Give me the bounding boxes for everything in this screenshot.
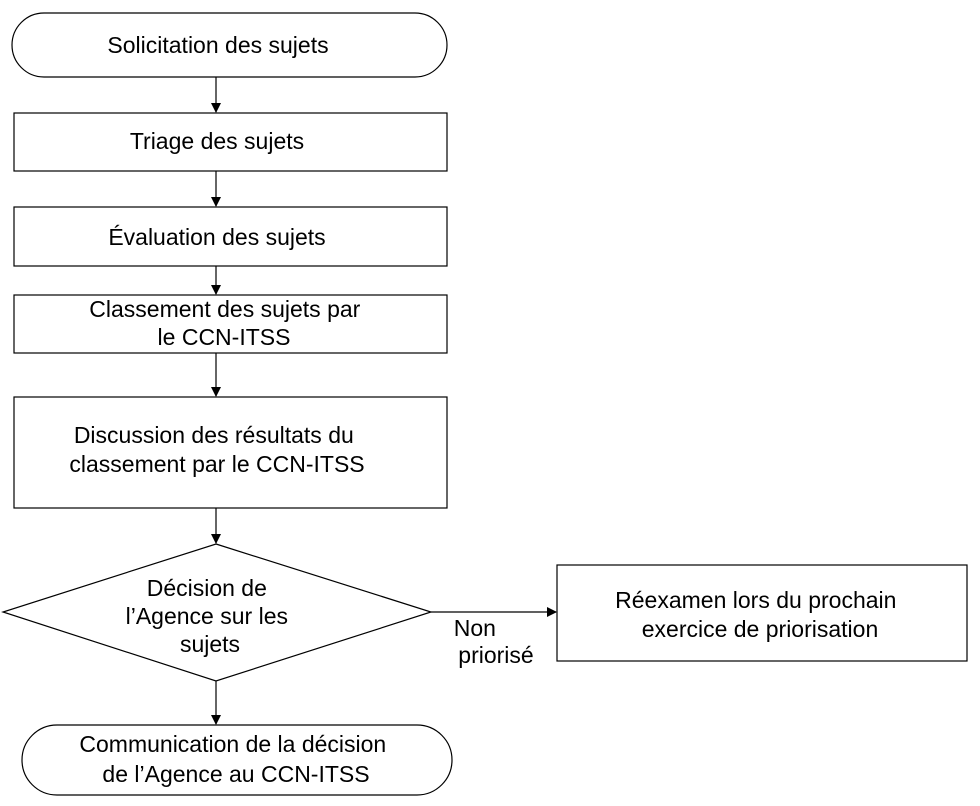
node-evaluation: Évaluation des sujets xyxy=(13,206,448,267)
node-solicitation-line-1: Solicitation des sujets xyxy=(107,32,328,58)
node-triage: Triage des sujets xyxy=(13,112,448,172)
decision-diamond xyxy=(1,543,433,682)
svg-text:Solicitation des sujets: Solicitation des sujets xyxy=(107,32,328,58)
svg-text:Communication de la décision: Communication de la décision de l’Agence… xyxy=(79,731,392,787)
node-communication-line-2: de l’Agence au CCN-ITSS xyxy=(102,761,369,787)
node-classement: Classement des sujets par le CCN-ITSS xyxy=(13,294,448,354)
node-reexamen: Réexamen lors du prochain exercice de pr… xyxy=(556,564,968,662)
node-communication: Communication de la décision de l’Agence… xyxy=(21,724,453,796)
node-classement-line-2: le CCN-ITSS xyxy=(158,324,291,350)
node-discussion-line-2: classement par le CCN-ITSS xyxy=(69,451,364,477)
svg-text:Discussion des résultats du: Discussion des résultats du classement p… xyxy=(69,422,364,477)
node-decision: Décision de l’Agence sur les sujets xyxy=(1,543,433,682)
terminator-shape xyxy=(11,12,448,78)
process-box xyxy=(13,112,448,172)
terminator-shape xyxy=(21,724,453,796)
edge-label-non-priorise: Non priorisé xyxy=(454,615,534,668)
node-decision-line-1: Décision de xyxy=(147,575,267,601)
node-solicitation: Solicitation des sujets xyxy=(11,12,448,78)
svg-text:Classement des sujets par: Classement des sujets par le CCN-ITSS xyxy=(89,296,366,350)
svg-text:Décision de l’Agence sur: Décision de l’Agence sur les sujets xyxy=(126,575,295,657)
node-decision-line-3: sujets xyxy=(180,631,240,657)
node-decision-line-2: l’Agence sur les xyxy=(126,603,288,629)
node-communication-line-1: Communication de la décision xyxy=(79,731,386,757)
process-box xyxy=(13,396,448,509)
node-triage-line-1: Triage des sujets xyxy=(130,128,304,154)
svg-text:Réexamen lors du prochain: Réexamen lors du prochain exercice de pr… xyxy=(615,587,903,642)
node-discussion-line-1: Discussion des résultats du xyxy=(74,422,354,448)
node-discussion: Discussion des résultats du classement p… xyxy=(13,396,448,509)
process-box xyxy=(556,564,968,662)
edge-label-line-2: priorisé xyxy=(458,642,533,668)
svg-text:Triage des sujets: Triage des sujets xyxy=(130,128,304,154)
node-reexamen-line-1: Réexamen lors du prochain xyxy=(615,587,896,613)
svg-text:Évaluation des sujets: Évaluation des sujets xyxy=(108,224,325,250)
process-box xyxy=(13,294,448,354)
edge-label-line-1: Non xyxy=(454,615,496,641)
node-classement-line-1: Classement des sujets par xyxy=(89,296,360,322)
node-reexamen-line-2: exercice de priorisation xyxy=(642,616,879,642)
node-evaluation-line-1: Évaluation des sujets xyxy=(108,224,325,250)
process-box xyxy=(13,206,448,267)
